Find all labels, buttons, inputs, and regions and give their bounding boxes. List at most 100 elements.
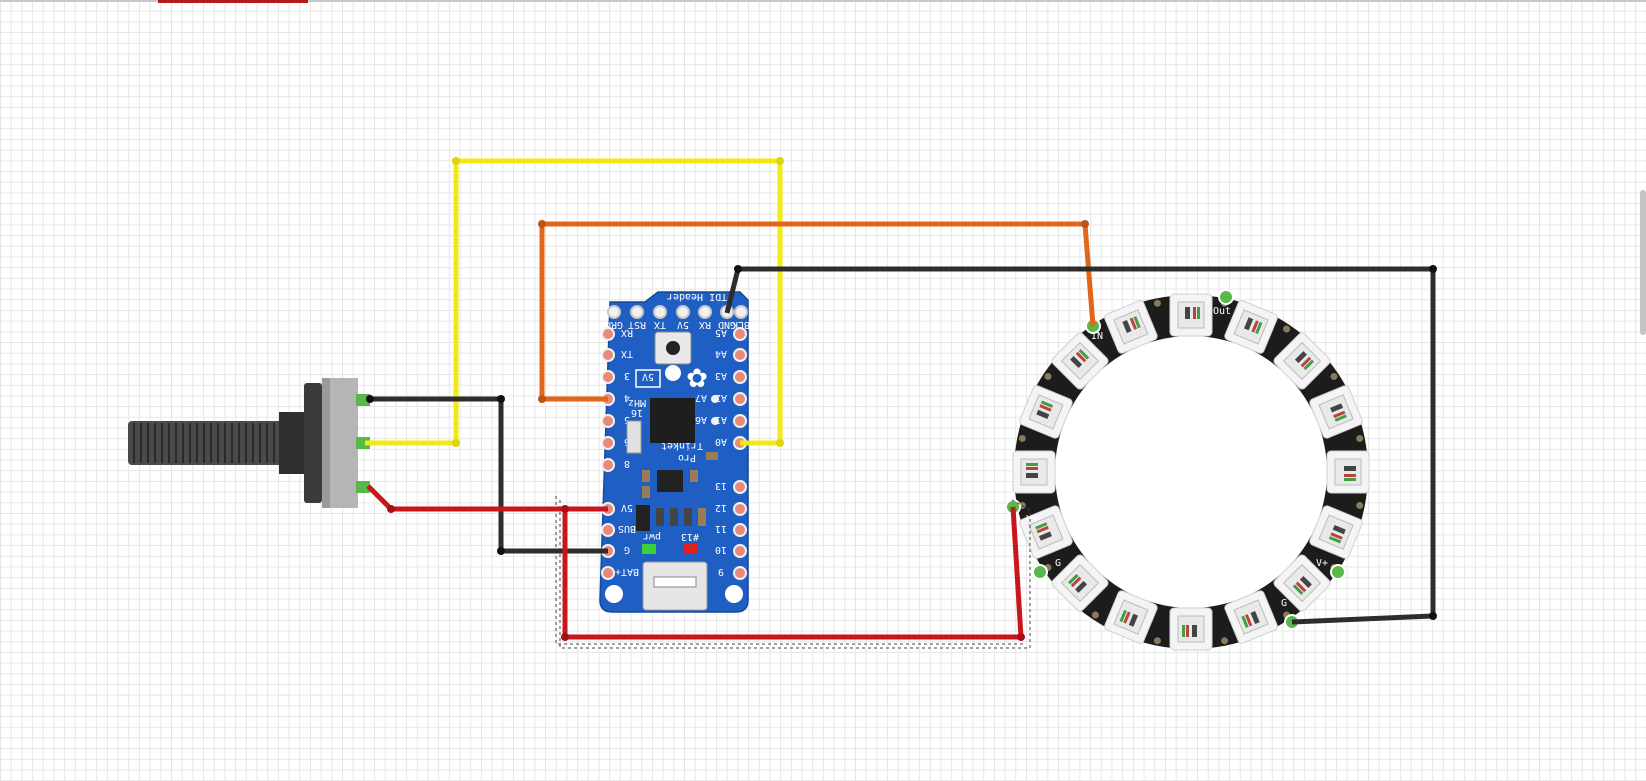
left-pin-5[interactable] [601,436,615,450]
left-pin-label: TX [621,348,633,359]
wire-endpoints[interactable] [366,157,1437,641]
active-tab-indicator[interactable] [158,0,308,3]
left-pin-6[interactable] [601,458,615,472]
left-pin-label: BAT+ [615,566,639,577]
left-pin-8[interactable] [601,523,615,537]
analog-pad-label: A7 [695,392,707,403]
neopixel-led[interactable] [1309,505,1364,560]
neopixel-led[interactable] [1103,590,1158,645]
ring-pad-g-left[interactable] [1032,564,1048,580]
regulator [636,505,650,531]
smd-component [670,508,678,526]
mounting-dot [665,365,681,381]
left-pin-10[interactable] [601,566,615,580]
ring-pad-out[interactable] [1218,289,1234,305]
wire-yellow-pot-wiper-top[interactable] [365,158,783,446]
smd-component [684,508,692,526]
ring-pad [1221,637,1229,645]
mhz-label: MHz [628,397,646,408]
ring-pad [1091,611,1099,619]
neopixel-led[interactable] [1050,331,1109,390]
right-pin-label: 13 [715,480,727,491]
right-pin-7[interactable] [733,502,747,516]
neopixel-led[interactable] [1050,553,1109,612]
ring-pad-vplus-right[interactable] [1330,564,1346,580]
right-pin-0[interactable] [733,327,747,341]
neopixel-led[interactable] [1326,450,1370,494]
header-pin-5v[interactable] [676,305,690,319]
right-pin-label: A2 [715,392,727,403]
right-pin-4[interactable] [733,414,747,428]
neopixel-led[interactable] [1103,300,1158,355]
header-pin-rx[interactable] [698,305,712,319]
pot-pin-3[interactable] [356,481,370,493]
neopixel-led[interactable] [1224,300,1279,355]
right-pin-label: 12 [715,502,727,513]
left-pin-label: 3 [624,370,630,381]
pwr-led [642,544,656,554]
neopixel-led[interactable] [1019,384,1074,439]
header-pin-blk[interactable] [734,305,748,319]
wire-red-pot-5v[interactable] [366,484,608,512]
left-pin-1[interactable] [601,348,615,362]
board-outline [599,291,749,613]
neopixel-led[interactable] [1272,553,1331,612]
pot-pin-1[interactable] [356,394,370,406]
usb-port [653,576,697,588]
left-pin-4[interactable] [601,414,615,428]
right-pin-9[interactable] [733,544,747,558]
ring-pad-g-right-label: G [1281,598,1287,609]
pot-shaft-knurling [133,423,275,463]
right-pin-10[interactable] [733,566,747,580]
neopixel-led[interactable] [1272,331,1331,390]
neopixel-led[interactable] [1012,450,1056,494]
neopixel-led[interactable] [1169,607,1213,651]
header-pin-label: 5V [677,319,689,330]
right-pin-3[interactable] [733,392,747,406]
header-pin-grn[interactable] [607,305,621,319]
wire-black-pot-gnd[interactable] [368,396,608,554]
left-pin-0[interactable] [601,327,615,341]
header-pin-tx[interactable] [653,305,667,319]
analog-pad[interactable] [711,395,719,403]
ring-pad [1153,637,1161,645]
mounting-hole-right [725,585,743,603]
left-pin-label: 8 [624,458,630,469]
vertical-scrollbar[interactable] [1640,190,1646,335]
left-pin-2[interactable] [601,370,615,384]
top-border [0,0,1646,2]
smd-component [656,508,664,526]
right-pin-1[interactable] [733,348,747,362]
crystal [626,420,642,454]
potentiometer[interactable] [128,378,370,508]
header-pin-label: TX [654,319,666,330]
neopixel-led[interactable] [1309,384,1364,439]
left-pin-label: 5 [624,414,630,425]
header-pin-label: BLK [732,319,750,330]
neopixel-led[interactable] [1169,293,1213,337]
ftdi-header-label: FTDI Header [667,291,733,302]
selection-outline [555,496,1031,649]
right-pin-2[interactable] [733,370,747,384]
neopixel-led[interactable] [1019,505,1074,560]
right-pin-6[interactable] [733,480,747,494]
analog-pad[interactable] [711,417,719,425]
ring-pad [1330,372,1338,380]
left-pin-label: RX [621,327,633,338]
neopixel-led[interactable] [1224,590,1279,645]
left-pin-label: G [624,544,630,555]
ring-pad-out-label: Out [1213,306,1231,317]
header-pin-rst[interactable] [630,305,644,319]
smd-component [642,470,650,482]
ring-pad [1283,325,1291,333]
reset-button-cap[interactable] [666,341,680,355]
pot-body-shade [330,378,358,508]
right-pin-label: 9 [718,566,724,577]
pot-pin-2[interactable] [356,437,370,449]
pot-nut [304,383,322,503]
ring-pad [1018,434,1026,442]
right-pin-8[interactable] [733,523,747,537]
